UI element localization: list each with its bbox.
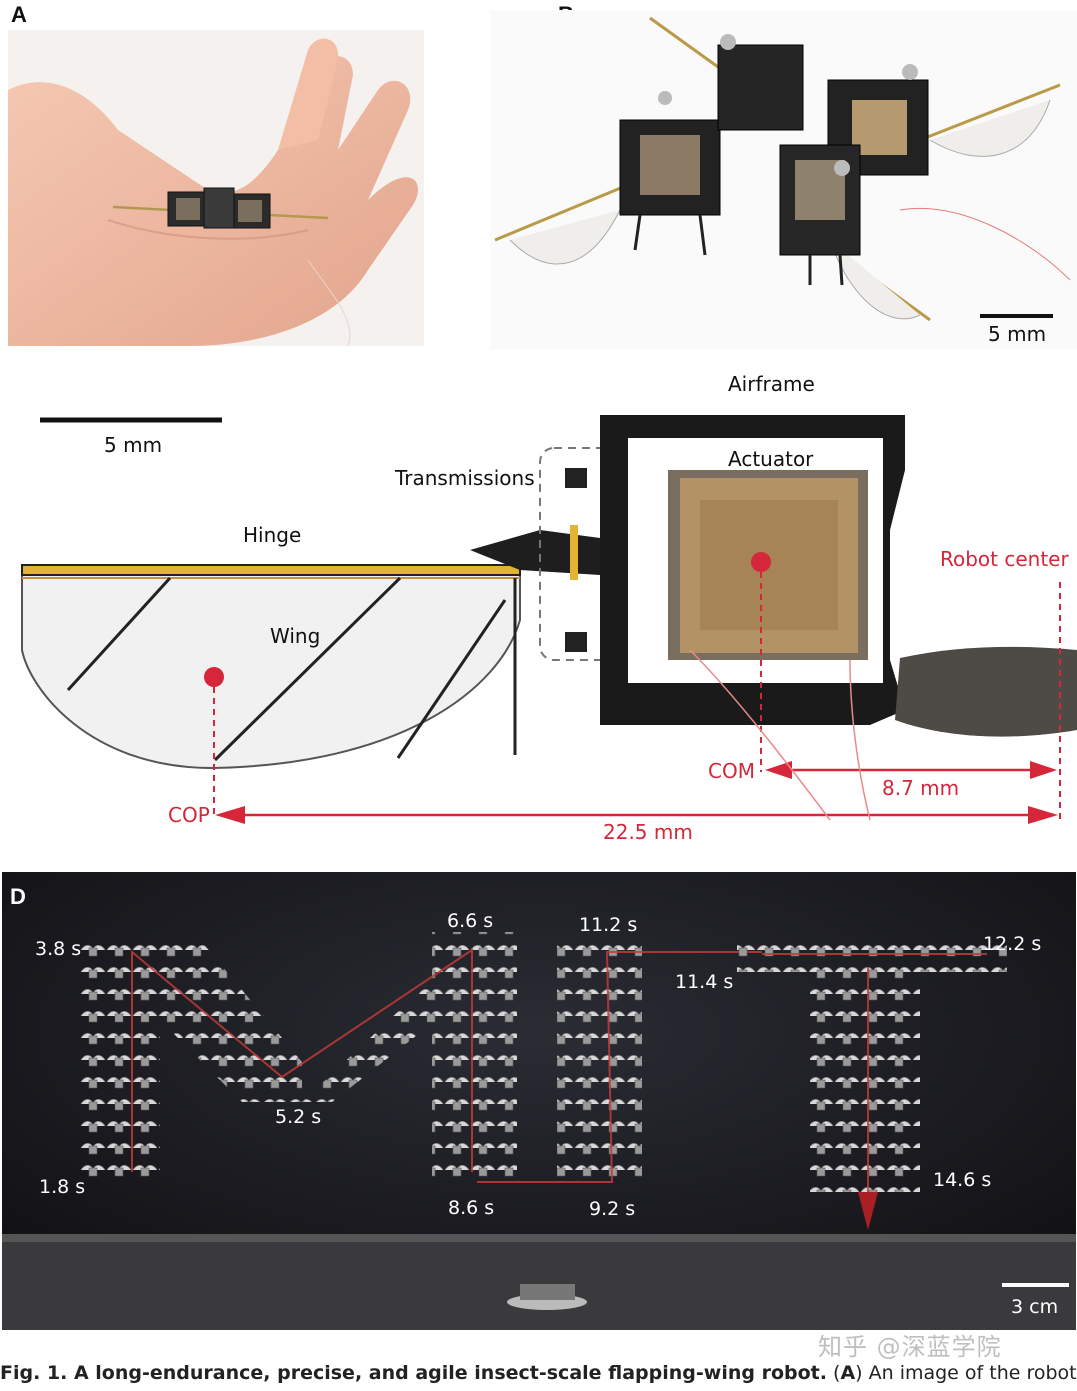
hinge-label: Hinge bbox=[243, 523, 302, 547]
panel-b-photo: 5 mm bbox=[490, 10, 1077, 350]
panel-a-letter: A bbox=[11, 2, 27, 27]
com-marker bbox=[751, 552, 771, 572]
cop-distance-label: 22.5 mm bbox=[603, 820, 693, 844]
panel-b-scale-label: 5 mm bbox=[988, 322, 1047, 346]
trajectory-i bbox=[477, 937, 762, 1187]
time-label-3-8s: 3.8 s bbox=[35, 938, 82, 960]
trajectory-t bbox=[737, 940, 1007, 1230]
panel-d-letter: D bbox=[10, 884, 26, 909]
com-distance-label: 8.7 mm bbox=[882, 776, 960, 800]
com-label: COM bbox=[708, 759, 755, 783]
time-label-12-2s: 12.2 s bbox=[983, 933, 1042, 955]
cop-label: COP bbox=[168, 803, 210, 827]
wing-actuator-diagram bbox=[21, 415, 1077, 824]
robot-center-label: Robot center bbox=[940, 547, 1069, 571]
mit-trajectory-composite bbox=[2, 872, 1076, 1330]
hinge-bar bbox=[21, 564, 521, 576]
airframe-label: Airframe bbox=[728, 372, 815, 396]
wing-vein-3 bbox=[396, 599, 507, 759]
transmission-linkage bbox=[470, 530, 600, 575]
panel-d-scale-label: 3 cm bbox=[1011, 1296, 1059, 1318]
time-label-5-2s: 5.2 s bbox=[275, 1106, 322, 1128]
caption-panel-ref: A bbox=[840, 1362, 856, 1384]
time-label-6-6s: 6.6 s bbox=[447, 910, 494, 932]
caption-text: ) An image of the robot resting bbox=[855, 1362, 1077, 1384]
panel-c-diagram: 5 mm Airframe Actuator Transmissions Hin… bbox=[0, 360, 1077, 850]
wing-label: Wing bbox=[270, 624, 321, 648]
actuator-label: Actuator bbox=[728, 447, 814, 471]
time-label-9-2s: 9.2 s bbox=[589, 1198, 636, 1220]
robot-illustration bbox=[490, 10, 1077, 350]
time-label-14-6s: 14.6 s bbox=[933, 1169, 992, 1191]
wing-membrane bbox=[21, 564, 521, 770]
wing-vein-1 bbox=[66, 576, 172, 692]
panel-d-photo: D 3.8 s 1.8 s 5.2 s 6.6 s 8.6 s 11.2 s 9… bbox=[2, 872, 1076, 1330]
figure-caption: Fig. 1. A long-endurance, precise, and a… bbox=[0, 1356, 1077, 1391]
cop-marker bbox=[204, 667, 224, 687]
transmissions-label: Transmissions bbox=[395, 466, 535, 490]
time-label-1-8s: 1.8 s bbox=[39, 1176, 86, 1198]
panel-a-photo bbox=[8, 30, 424, 346]
support-stick bbox=[895, 646, 1077, 737]
wing-vein-2 bbox=[213, 576, 402, 762]
time-label-11-2s: 11.2 s bbox=[579, 914, 638, 936]
panel-c-scale-label: 5 mm bbox=[104, 433, 163, 457]
caption-open-paren: ( bbox=[826, 1362, 841, 1384]
caption-bold-title: Fig. 1. A long-endurance, precise, and a… bbox=[0, 1362, 827, 1384]
hand-illustration bbox=[8, 30, 424, 346]
watermark: 知乎 @深蓝学院 bbox=[818, 1333, 1002, 1361]
trajectory-end-arrow bbox=[858, 1192, 878, 1230]
trajectory-m bbox=[80, 932, 517, 1182]
time-label-8-6s: 8.6 s bbox=[448, 1197, 495, 1219]
time-label-11-4s: 11.4 s bbox=[675, 971, 734, 993]
